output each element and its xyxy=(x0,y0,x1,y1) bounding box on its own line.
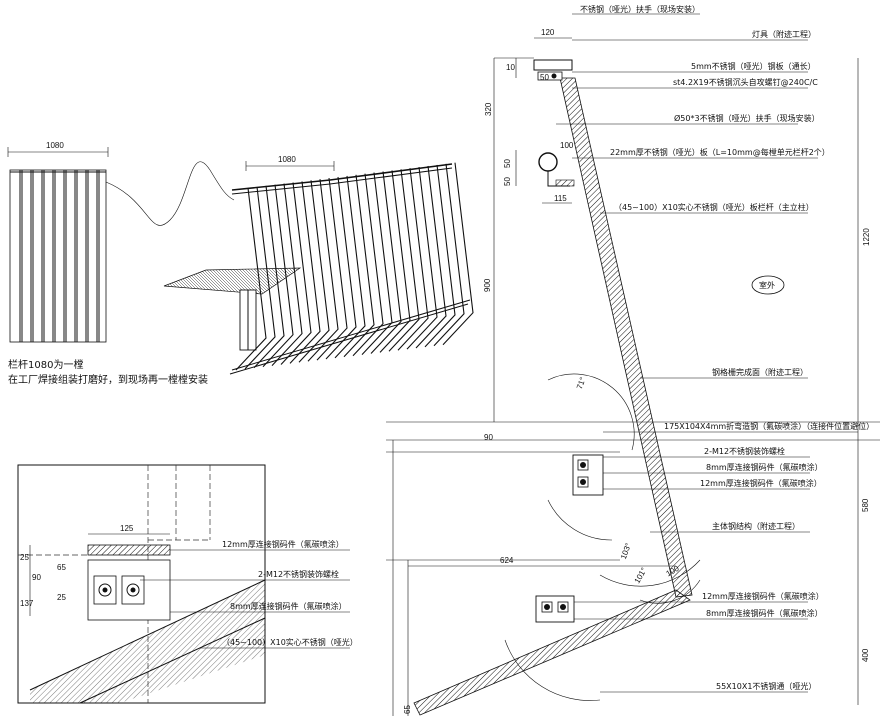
conn-dim-137: 137 xyxy=(20,599,34,608)
dim-top-h1: 10 xyxy=(506,63,515,72)
conn-label-2: 2-M12不锈钢装饰螺栓 xyxy=(258,569,339,579)
label-grating: 钢格栅完成面（附迹工程） xyxy=(712,367,808,377)
dim-50b: 50 xyxy=(503,177,512,186)
conn-dim-25: 25 xyxy=(20,553,29,562)
iso-railing-bars xyxy=(235,162,474,371)
leader-curve xyxy=(105,161,235,226)
label-m12-bolt: 2-M12不锈钢装饰螺栓 xyxy=(704,446,785,456)
label-screws: st4.2X19不锈钢沉头自攻螺钉@240C/C xyxy=(673,77,818,87)
iso-railing-bar xyxy=(379,170,411,353)
angle-71: 71° xyxy=(575,376,588,390)
iso-width-dim: 1080 xyxy=(278,155,296,164)
dim-50a: 50 xyxy=(503,159,512,168)
dim-580: 580 xyxy=(861,498,870,512)
dim-320: 320 xyxy=(484,102,493,116)
connection-detail: 125 25 90 65 137 25 12mm厚连接钢码件（氟碳喷涂） 2-M… xyxy=(17,464,358,704)
elevation-note-1: 栏杆1080为一樘 xyxy=(8,358,83,371)
light-fixture xyxy=(537,71,563,81)
iso-railing-bar xyxy=(244,186,276,370)
iso-railing-bar xyxy=(289,181,321,364)
outside-tag xyxy=(751,275,785,295)
dim-65: 65 xyxy=(403,705,412,714)
iso-railing-bar xyxy=(325,176,357,360)
dim-400: 400 xyxy=(861,648,870,662)
iso-railing-bar xyxy=(388,169,420,352)
label-light: 灯具（附迹工程） xyxy=(752,29,816,39)
conn-dim-65: 65 xyxy=(57,563,66,572)
dim-100: 100 xyxy=(560,141,574,150)
iso-railing-bar xyxy=(334,175,366,359)
label-50-handrail: Ø50*3不锈钢（哑光）扶手（现场安装） xyxy=(674,113,820,123)
iso-railing-bar xyxy=(370,171,402,354)
railing-section: 120 10 50 320 50 50 100 115 900 1220 580… xyxy=(386,4,880,716)
bottom-bar xyxy=(413,589,691,716)
iso-railing-bar xyxy=(442,162,474,346)
iso-railing-bar xyxy=(433,163,465,347)
dim-900: 900 xyxy=(483,278,492,292)
iso-railing-bar xyxy=(415,165,447,349)
label-bent-steel: 175X104X4mm折弯造钢（氟碳喷涂）（连接件位置避位） xyxy=(664,421,874,431)
iso-railing-bar xyxy=(280,182,312,365)
iso-railing-bar xyxy=(298,180,330,363)
label-main-structure: 主体钢结构（附迹工程） xyxy=(712,521,800,531)
label-5mm-plate: 5mm不锈钢（哑光）钢板（通长） xyxy=(691,61,816,71)
iso-railing-bar xyxy=(307,179,339,362)
angle-101: 101° xyxy=(633,566,649,585)
iso-railing-bar xyxy=(352,173,384,357)
iso-handrail xyxy=(231,163,453,191)
dim-top-w: 120 xyxy=(541,28,555,37)
dim-top-h2: 50 xyxy=(540,73,549,82)
dim-1220: 1220 xyxy=(862,228,871,246)
iso-railing-bar xyxy=(406,167,438,350)
iso-railing-bar xyxy=(316,178,348,361)
hatched-beam xyxy=(30,580,265,703)
label-stainless-tube: 55X10X1不锈钢通（哑光） xyxy=(716,681,816,691)
elevation-width-dim: 1080 xyxy=(46,141,64,150)
outside-label: 室外 xyxy=(759,280,775,290)
railing-elevation-detail: 1080 栏杆1080为一樘 在工厂焊接组装打磨好，到现场再一樘樘安装 xyxy=(7,141,235,386)
iso-railing-bar xyxy=(397,168,429,351)
conn-dim-125: 125 xyxy=(120,524,134,533)
conn-label-4: （45~100）X10实心不锈钢（哑光） xyxy=(222,637,358,647)
label-12mm-mid: 12mm厚连接钢码件（氟碳喷涂） xyxy=(700,478,822,488)
iso-railing-bar xyxy=(253,185,285,369)
dim-90: 90 xyxy=(484,433,493,442)
iso-railing-bar xyxy=(235,187,267,371)
grating-platform xyxy=(163,267,302,295)
iso-railing-bar xyxy=(424,164,456,348)
conn-dim-90: 90 xyxy=(32,573,41,582)
iso-bottom-rail xyxy=(231,299,471,371)
label-8mm-bottom: 8mm厚连接钢码件（氟碳喷涂） xyxy=(706,608,823,618)
iso-railing-bar xyxy=(343,174,375,358)
label-top-handrail: 不锈钢（哑光）扶手（现场安装） xyxy=(580,4,700,14)
elevation-note-2: 在工厂焊接组装打磨好，到现场再一樘樘安装 xyxy=(8,373,208,386)
conn-label-1: 12mm厚连接钢码件（氟碳喷涂） xyxy=(222,539,344,549)
railing-bars xyxy=(9,169,107,343)
label-main-post: （45~100）X10实心不锈钢（哑光）板栏杆（主立柱） xyxy=(614,202,814,212)
isometric-railing-view: 1080 xyxy=(163,155,474,375)
iso-railing-bar xyxy=(262,184,294,368)
main-post xyxy=(559,77,693,598)
angle-103: 103° xyxy=(619,542,633,561)
conn-dim-25b: 25 xyxy=(57,593,66,602)
top-cap xyxy=(533,59,573,71)
dim-115: 115 xyxy=(554,194,567,203)
label-8mm-mid: 8mm厚连接钢码件（氟碳喷涂） xyxy=(706,462,823,472)
plate-12mm xyxy=(87,544,171,556)
conn-label-3: 8mm厚连接钢码件（氟碳喷涂） xyxy=(230,601,347,611)
label-12mm-bottom: 12mm厚连接钢码件（氟碳喷涂） xyxy=(702,591,824,601)
handrail-tube xyxy=(538,152,558,172)
label-22mm-plate: 22mm厚不锈钢（哑光）板（L=10mm@每樘单元栏杆2个） xyxy=(610,147,830,157)
dim-624: 624 xyxy=(500,556,514,565)
